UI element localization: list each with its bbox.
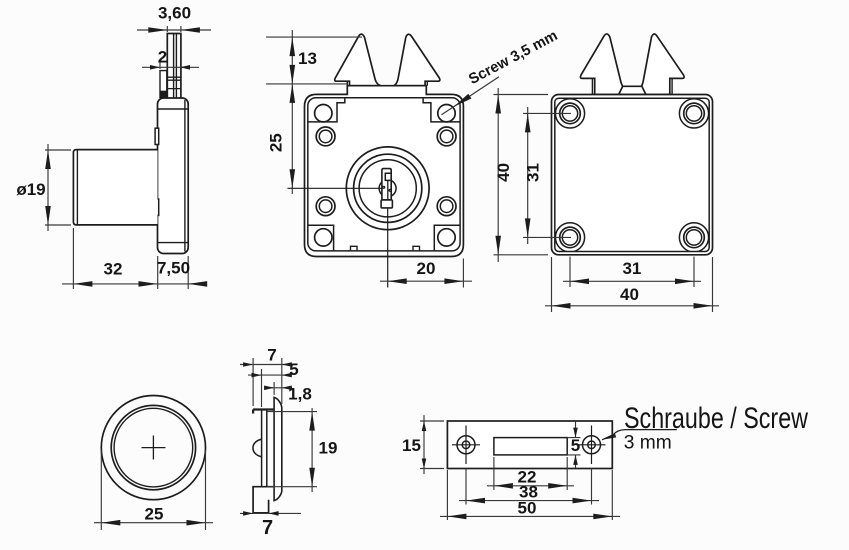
svg-text:38: 38: [519, 483, 538, 502]
svg-text:31: 31: [524, 163, 543, 182]
svg-text:20: 20: [417, 259, 436, 278]
svg-text:2: 2: [158, 48, 167, 67]
svg-text:40: 40: [620, 285, 639, 304]
svg-text:7,50: 7,50: [157, 259, 190, 278]
svg-text:15: 15: [402, 436, 421, 455]
svg-text:31: 31: [622, 259, 641, 278]
svg-text:5: 5: [571, 436, 580, 455]
svg-text:3 mm: 3 mm: [624, 432, 672, 454]
svg-text:50: 50: [518, 499, 537, 518]
svg-text:ø19: ø19: [16, 180, 45, 199]
svg-text:7: 7: [267, 346, 276, 365]
svg-text:Schraube / Screw: Schraube / Screw: [624, 402, 808, 435]
svg-text:32: 32: [104, 260, 123, 279]
svg-text:22: 22: [518, 468, 537, 487]
svg-text:7: 7: [262, 517, 273, 539]
svg-text:40: 40: [494, 163, 513, 182]
svg-text:13: 13: [298, 49, 317, 68]
svg-text:3,60: 3,60: [158, 4, 191, 23]
svg-text:25: 25: [267, 133, 286, 152]
svg-text:5: 5: [289, 360, 298, 379]
svg-text:19: 19: [319, 439, 338, 458]
svg-text:25: 25: [145, 505, 164, 524]
svg-text:1,8: 1,8: [288, 385, 312, 404]
